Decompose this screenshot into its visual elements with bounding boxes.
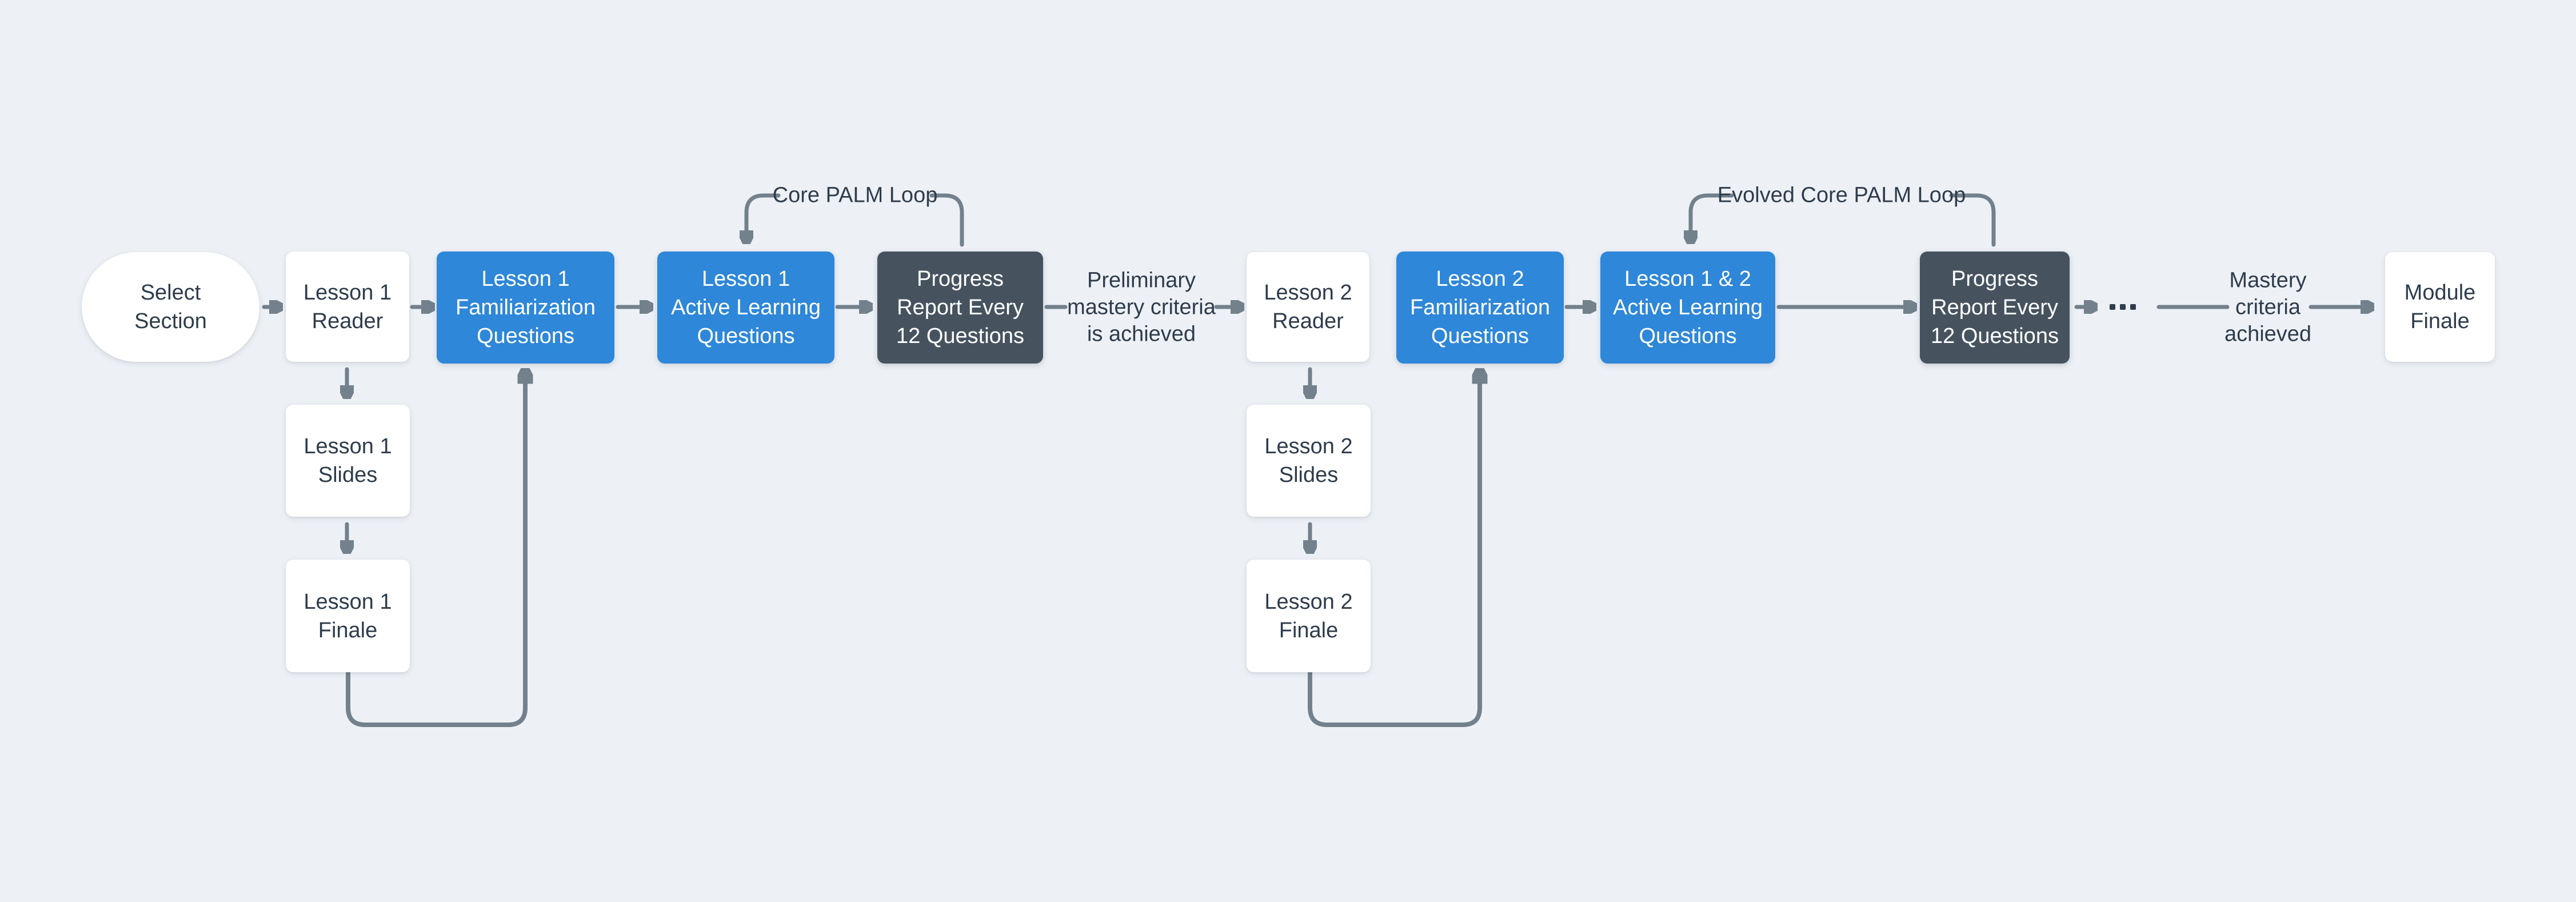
node-label-line: Lesson 2 xyxy=(1436,267,1524,291)
core-palm-loop-label: Core PALM Loop xyxy=(772,183,938,207)
node-select-section: Select Section xyxy=(82,252,259,362)
node-label-line: Module xyxy=(2404,281,2476,305)
node-label-line: Lesson 1 xyxy=(481,267,570,291)
evolved-core-palm-loop-label: Evolved Core PALM Loop xyxy=(1717,183,1966,207)
node-label-line: Reader xyxy=(311,309,384,333)
node-label-line: Report Every xyxy=(1931,296,2058,320)
note-line: is achieved xyxy=(1087,322,1196,346)
node-label-line: Reader xyxy=(1272,309,1344,333)
ellipsis-dot xyxy=(2110,304,2115,310)
note-line: mastery criteria xyxy=(1067,295,1216,320)
node-label-line: Lesson 1 xyxy=(303,280,392,305)
node-lesson-2-finale: Lesson 2 Finale xyxy=(1247,560,1371,672)
node-label-line: Familiarization xyxy=(456,296,596,320)
node-label-line: Finale xyxy=(1279,618,1339,642)
node-label-line: Lesson 2 xyxy=(1264,434,1353,458)
node-label-line: Lesson 1 & 2 xyxy=(1624,267,1751,291)
node-label-line: Questions xyxy=(697,324,795,348)
evolved-core-palm-loop-arc-right xyxy=(1949,193,1996,247)
node-label-line: Lesson 1 xyxy=(303,434,392,458)
node-label-line: Familiarization xyxy=(1410,296,1550,320)
node-label-line: Progress xyxy=(916,267,1004,291)
node-label-line: Lesson 1 xyxy=(303,589,392,614)
node-module-finale: Module Finale xyxy=(2385,252,2495,362)
node-lesson-2-reader: Lesson 2 Reader xyxy=(1247,252,1369,362)
node-label-line: 12 Questions xyxy=(1931,324,2059,348)
loop-l2-finale-to-l2-fam xyxy=(1308,382,1480,727)
note-line: criteria xyxy=(2235,295,2301,320)
node-lesson-1-finale: Lesson 1 Finale xyxy=(286,560,410,672)
node-label-line: Lesson 1 xyxy=(701,267,790,291)
node-lesson-1-and-2-active-learning-questions: Lesson 1 & 2 Active Learning Questions xyxy=(1600,252,1775,364)
ellipsis-dot xyxy=(2120,304,2126,310)
ellipsis-dot xyxy=(2130,304,2136,310)
node-label-line: Progress xyxy=(1951,267,2039,291)
node-label-line: Questions xyxy=(1431,324,1529,348)
node-label-line: Finale xyxy=(318,618,378,642)
node-label-line: Lesson 2 xyxy=(1264,589,1353,614)
node-label-line: Report Every xyxy=(897,296,1024,320)
mastery-achieved-note: Mastery criteria achieved xyxy=(2224,268,2311,348)
node-lesson-1-familiarization-questions: Lesson 1 Familiarization Questions xyxy=(437,252,614,364)
node-progress-report-1: Progress Report Every 12 Questions xyxy=(877,252,1043,364)
note-line: Mastery xyxy=(2229,268,2307,293)
node-label-line: Slides xyxy=(1279,463,1339,487)
core-palm-loop-arc-right xyxy=(929,193,964,247)
node-label-line: Slides xyxy=(318,463,378,487)
node-label-line: Select xyxy=(140,281,201,305)
core-palm-loop-arc-left xyxy=(746,193,781,232)
node-lesson-2-familiarization-questions: Lesson 2 Familiarization Questions xyxy=(1396,252,1564,364)
node-label-line: Active Learning xyxy=(1613,296,1763,320)
node-label-line: Questions xyxy=(1639,324,1737,348)
node-label-line: Active Learning xyxy=(671,296,821,320)
note-line: Preliminary xyxy=(1087,268,1196,293)
node-lesson-2-slides: Lesson 2 Slides xyxy=(1247,405,1371,517)
node-lesson-1-active-learning-questions: Lesson 1 Active Learning Questions xyxy=(657,252,834,364)
ellipsis-dots xyxy=(2110,304,2136,310)
node-label-line: Questions xyxy=(476,324,575,348)
preliminary-mastery-note: Preliminary mastery criteria is achieved xyxy=(1067,268,1216,348)
node-label-line: Lesson 2 xyxy=(1264,281,1352,305)
node-lesson-1-reader: Lesson 1 Reader xyxy=(286,252,409,362)
node-label-line: Section xyxy=(134,309,207,333)
node-label-line: Finale xyxy=(2410,309,2470,333)
node-lesson-1-slides: Lesson 1 Slides xyxy=(286,405,410,517)
note-line: achieved xyxy=(2224,322,2312,346)
loop-l1-finale-to-l1-fam xyxy=(346,382,525,727)
node-progress-report-2: Progress Report Every 12 Questions xyxy=(1920,252,2070,364)
node-label-line: 12 Questions xyxy=(896,324,1024,348)
evolved-core-palm-loop-arc-left xyxy=(1691,193,1734,232)
